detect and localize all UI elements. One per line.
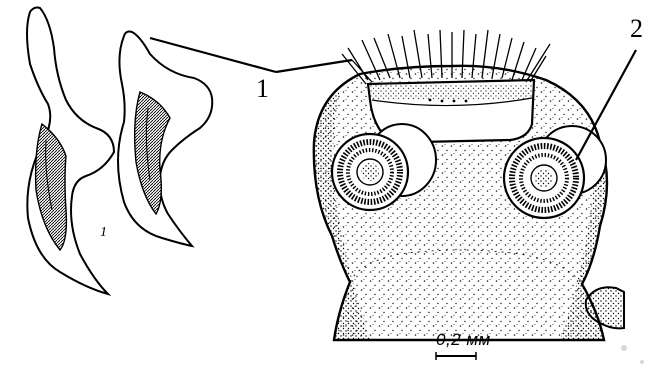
leader-line-1b — [276, 60, 352, 72]
hook-numeral: 1 — [100, 226, 107, 240]
leader-line-2 — [576, 50, 636, 160]
hook-drawing — [27, 8, 114, 295]
scale-bar-label: 0,2 мм — [436, 330, 491, 350]
speck — [640, 360, 644, 364]
callout-label-2: 2 — [630, 16, 643, 42]
speck — [621, 345, 627, 351]
hook-drawing — [118, 32, 212, 247]
leader-line-1 — [150, 38, 276, 72]
callout-label-1: 1 — [256, 76, 269, 102]
